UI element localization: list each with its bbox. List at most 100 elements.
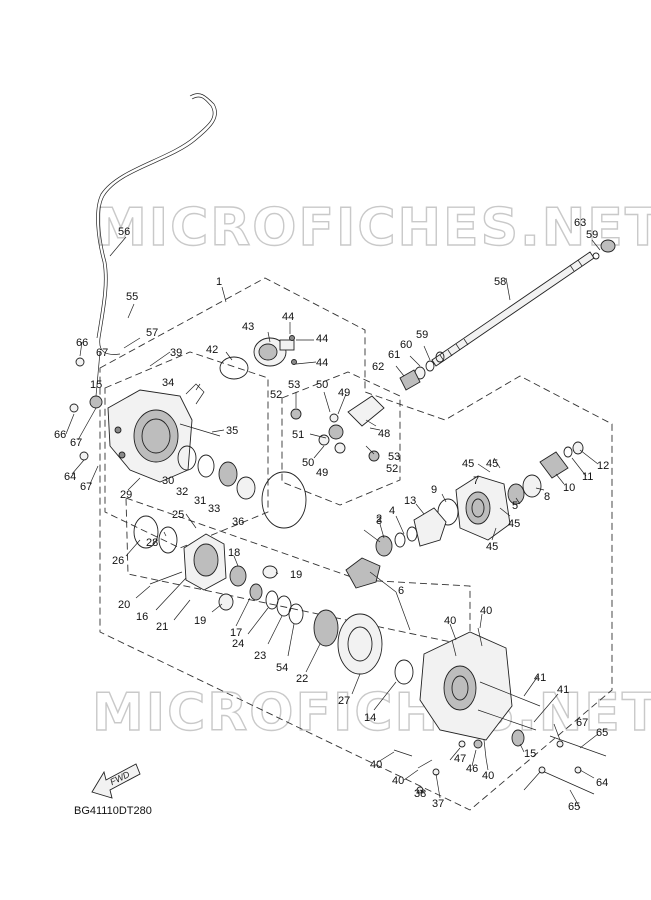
callout: 53 bbox=[288, 379, 300, 391]
callout: 40 bbox=[444, 615, 456, 627]
callout: 13 bbox=[404, 495, 416, 507]
callout: 44 bbox=[316, 333, 328, 345]
callout: 49 bbox=[316, 467, 328, 479]
callout: 66 bbox=[54, 429, 66, 441]
callout: 10 bbox=[563, 482, 575, 494]
callout: 44 bbox=[316, 357, 328, 369]
callout: 51 bbox=[292, 429, 304, 441]
callout-leaders bbox=[65, 236, 601, 809]
callout: 8 bbox=[544, 491, 550, 503]
circlip-59-top bbox=[592, 252, 600, 260]
callout: 59 bbox=[416, 329, 428, 341]
gear-33 bbox=[236, 476, 256, 500]
differential-case bbox=[183, 533, 227, 591]
housing-bolts-40 bbox=[393, 627, 487, 794]
callout: 62 bbox=[372, 361, 384, 373]
callout: 53 bbox=[388, 451, 400, 463]
callout: 41 bbox=[557, 684, 569, 696]
callout: 50 bbox=[316, 379, 328, 391]
shim-23 bbox=[276, 595, 292, 617]
callout: 58 bbox=[494, 276, 506, 288]
callout: 28 bbox=[146, 537, 158, 549]
shim-3 bbox=[394, 532, 406, 548]
left-housing bbox=[107, 389, 193, 483]
callout: 23 bbox=[254, 650, 266, 662]
callout: 38 bbox=[414, 788, 426, 800]
callout: 30 bbox=[162, 475, 174, 487]
callout: 67 bbox=[576, 717, 588, 729]
callout: 36 bbox=[232, 516, 244, 528]
callout: 66 bbox=[76, 337, 88, 349]
shim-54 bbox=[288, 603, 304, 625]
shim-4 bbox=[406, 526, 418, 542]
assembly-outline bbox=[99, 277, 613, 811]
callout: 14 bbox=[364, 712, 376, 724]
callout: 9 bbox=[431, 484, 437, 496]
callout: 56 bbox=[118, 226, 130, 238]
callout: 40 bbox=[482, 770, 494, 782]
callout: 44 bbox=[282, 311, 294, 323]
callout: 25 bbox=[172, 509, 184, 521]
callout: 5 bbox=[512, 500, 518, 512]
pinion-gear bbox=[345, 557, 381, 589]
callout: 37 bbox=[432, 798, 444, 810]
drive-shaft bbox=[431, 251, 595, 367]
callout: 52 bbox=[386, 463, 398, 475]
coupling-62 bbox=[399, 369, 421, 391]
callout: 32 bbox=[176, 486, 188, 498]
callout: 46 bbox=[466, 763, 478, 775]
yoke-10 bbox=[539, 451, 569, 479]
o-ring-36 bbox=[261, 471, 307, 529]
callout: 2 bbox=[376, 513, 382, 525]
washer-11 bbox=[563, 446, 573, 458]
callout: 49 bbox=[338, 387, 350, 399]
callout: 7 bbox=[473, 475, 479, 487]
callout: 42 bbox=[206, 344, 218, 356]
callout: 18 bbox=[228, 547, 240, 559]
subgroup-outline-left bbox=[104, 351, 269, 549]
washer-30 bbox=[177, 445, 197, 471]
seal-14 bbox=[394, 659, 414, 685]
breather-hose-inner bbox=[96, 96, 214, 339]
callout: 21 bbox=[156, 621, 168, 633]
seal-26 bbox=[133, 515, 159, 549]
right-cover bbox=[455, 475, 511, 541]
pin-20 bbox=[149, 571, 183, 585]
callout: 4 bbox=[389, 505, 395, 517]
callout: 48 bbox=[378, 428, 390, 440]
side-gear-19a bbox=[262, 565, 278, 579]
side-gear-19b bbox=[218, 593, 234, 611]
callout: 55 bbox=[126, 291, 138, 303]
callout: 33 bbox=[208, 503, 220, 515]
forward-direction-arrow: FWD bbox=[91, 763, 141, 799]
callout: 3 bbox=[376, 515, 382, 527]
callout: 12 bbox=[597, 460, 609, 472]
seal-5 bbox=[507, 483, 525, 505]
callout: 35 bbox=[226, 425, 238, 437]
callout: 19 bbox=[290, 569, 302, 581]
callout: 19 bbox=[194, 615, 206, 627]
callout: 22 bbox=[296, 673, 308, 685]
o-ring-28 bbox=[158, 526, 178, 554]
main-housing bbox=[419, 631, 513, 741]
callout: 57 bbox=[146, 327, 158, 339]
callout: 45 bbox=[462, 458, 474, 470]
differential-gear-set bbox=[290, 395, 385, 462]
o-ring-42 bbox=[219, 356, 249, 380]
callout: 60 bbox=[400, 339, 412, 351]
callout: 43 bbox=[242, 321, 254, 333]
callout: 39 bbox=[170, 347, 182, 359]
case-half bbox=[313, 609, 339, 647]
callout: 40 bbox=[392, 775, 404, 787]
callout: 50 bbox=[302, 457, 314, 469]
callout: 24 bbox=[232, 638, 244, 650]
callout: 59 bbox=[586, 229, 598, 241]
actuator-motor bbox=[253, 335, 297, 367]
callout: 40 bbox=[480, 605, 492, 617]
callout: 31 bbox=[194, 495, 206, 507]
callout: 67 bbox=[96, 347, 108, 359]
washer-17 bbox=[249, 583, 263, 601]
nut-12 bbox=[572, 441, 584, 455]
diagram-code: BG41110DT280 bbox=[74, 805, 152, 817]
callout: 52 bbox=[270, 389, 282, 401]
